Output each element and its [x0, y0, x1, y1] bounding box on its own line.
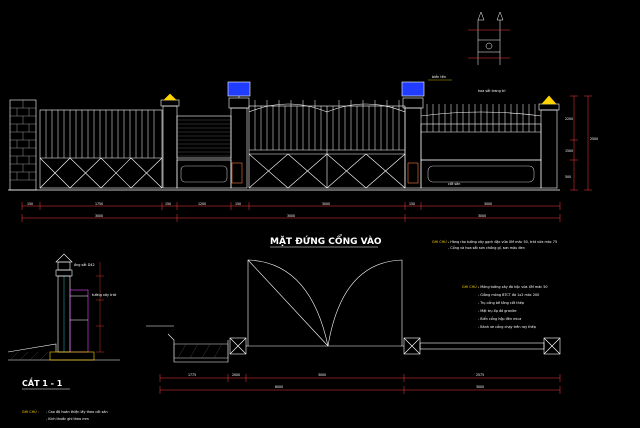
notes-mid: GHI CHÚ : - Móng tường xây đá hộc vữa XM… — [462, 284, 548, 329]
dim-f0: 150 — [27, 202, 33, 206]
dim-pt0: 6000 — [275, 385, 283, 389]
dim-fb2: 3000 — [478, 214, 486, 218]
dim-f1: 1750 — [95, 202, 103, 206]
dim-f3: 1200 — [198, 202, 206, 206]
front-labels: biển tên hoa sắt trang trí cốt sân — [428, 74, 507, 186]
note-top-label: GHI CHÚ : — [432, 239, 449, 244]
note-bottom-line-0: - Cao độ hoàn thiện lấy theo cốt sân — [46, 410, 108, 414]
spear-detail — [468, 11, 510, 65]
dim-fb0: 3000 — [95, 214, 103, 218]
front-dim-chain — [21, 202, 561, 222]
notes-bottom: GHI CHÚ : - Cao độ hoàn thiện lấy theo c… — [22, 409, 108, 421]
height-dim-0: 2500 — [590, 137, 598, 141]
label-tuong: tường xây trát — [92, 293, 117, 297]
height-dim-3: 500 — [565, 175, 571, 179]
note-top-line-0: - Hàng rào tường xây gạch đặc vữa XM mác… — [448, 240, 557, 244]
height-dim-2: 1500 — [565, 149, 573, 153]
note-mid-label: GHI CHÚ : — [462, 284, 479, 289]
front-dim-labels: 150 1750 150 1200 150 3000 150 3000 3000… — [27, 202, 492, 218]
door-small — [231, 162, 243, 184]
note-mid-line-0: - Móng tường xây đá hộc vữa XM mác 50 — [478, 285, 548, 289]
dim-p0: 1775 — [188, 373, 196, 377]
note-bottom-label: GHI CHÚ : — [22, 409, 39, 414]
plan-view — [146, 259, 561, 363]
pillar-cap-1 — [163, 93, 177, 101]
height-dimensions — [570, 95, 592, 191]
label-san: cốt sân — [448, 182, 460, 186]
plan-dim-labels: 1775 2000 3000 2575 6000 3000 — [188, 373, 484, 389]
notes-top: GHI CHÚ : - Hàng rào tường xây gạch đặc … — [432, 239, 557, 250]
main-title: MẶT ĐỨNG CỔNG VÀO — [270, 234, 382, 247]
brick-hatch — [10, 100, 36, 181]
note-mid-line-2: - Trụ cổng bê tông cốt thép — [478, 300, 524, 305]
label-hoa-sat: hoa sắt trang trí — [478, 88, 507, 93]
section-view — [7, 253, 120, 361]
sign-box-right — [401, 81, 425, 97]
dim-f6: 150 — [409, 202, 415, 206]
note-top-line-1: - Cổng và hoa sắt sơn chống gỉ, sơn màu … — [448, 245, 525, 250]
dim-fb1: 3000 — [287, 214, 295, 218]
note-mid-line-3: - Mặt trụ ốp đá granite — [478, 309, 516, 313]
sign-box-left — [227, 81, 251, 97]
plan-dim-chain — [159, 374, 561, 394]
section-title: CẮT 1 - 1 — [22, 376, 63, 388]
dim-p3: 2575 — [476, 373, 484, 377]
front-elevation — [8, 81, 560, 191]
note-bottom-line-1: - Kích thước ghi theo mm — [46, 417, 90, 421]
label-bien: biển tên — [432, 74, 446, 79]
dim-f7: 3000 — [484, 202, 492, 206]
dim-f5: 3000 — [322, 202, 330, 206]
dim-p2: 3000 — [318, 373, 326, 377]
dim-p1: 2000 — [232, 373, 240, 377]
dim-f2: 150 — [165, 202, 171, 206]
height-dim-1: 2200 — [565, 117, 573, 121]
label-ong-sat: ống sắt D42 — [74, 262, 95, 267]
note-mid-line-1: - Giằng móng BTCT đá 1x2 mác 200 — [478, 292, 539, 297]
dim-pt1: 3000 — [476, 385, 484, 389]
note-mid-line-5: - Bánh xe cổng chạy trên ray thép — [478, 324, 536, 329]
dim-f4: 150 — [235, 202, 241, 206]
note-mid-line-4: - Biển cổng hộp đèn mica — [478, 316, 521, 321]
